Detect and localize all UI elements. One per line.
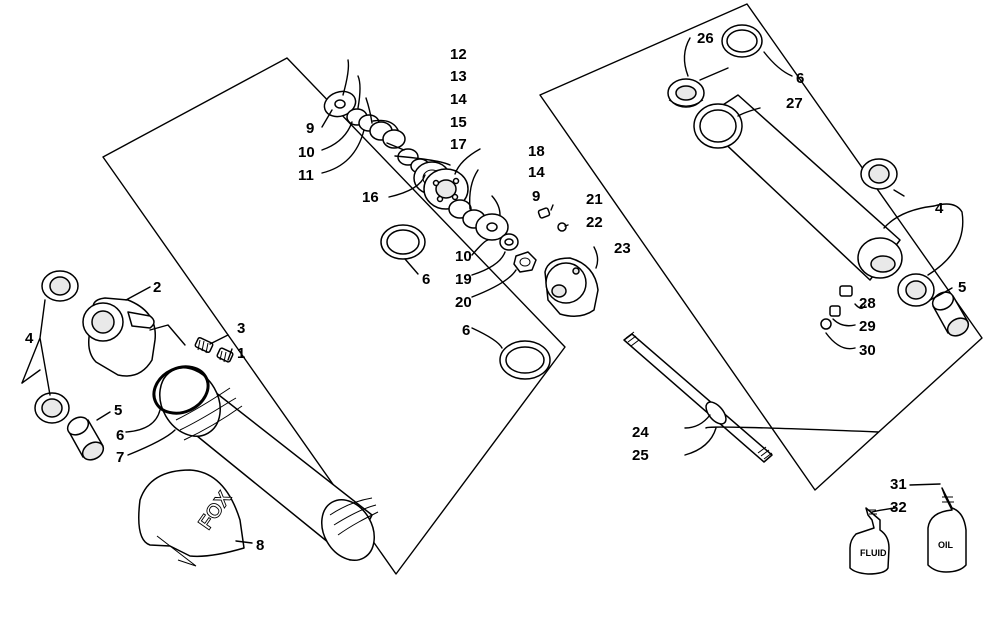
bushing-4-lower-right <box>897 273 935 307</box>
oil-label: OIL <box>938 540 954 550</box>
bottle-oil: OIL <box>927 487 967 573</box>
callout-32: 32 <box>890 499 907 516</box>
callout-29: 29 <box>859 318 876 335</box>
callout-13: 13 <box>450 68 467 85</box>
callout-25: 25 <box>632 447 649 464</box>
callout-4-right: 4 <box>935 200 944 217</box>
body-cap <box>82 297 156 377</box>
fluid-label: FLUID <box>860 548 887 558</box>
callout-10-right: 10 <box>455 248 472 265</box>
callout-1: 1 <box>237 345 245 362</box>
wear-band-6-lower <box>499 340 551 380</box>
callout-6-right: 6 <box>796 70 804 87</box>
callout-12: 12 <box>450 46 467 63</box>
shaft-24 <box>623 331 773 463</box>
callout-10-left: 10 <box>298 144 315 161</box>
callout-17: 17 <box>450 136 467 153</box>
reservoir-body <box>159 367 379 561</box>
ball-22 <box>557 222 567 232</box>
shim-stack <box>346 108 430 174</box>
callouts: 1 2 3 4 5 6 7 8 9 10 11 12 13 14 15 16 1… <box>25 30 966 554</box>
callout-8: 8 <box>256 537 264 554</box>
callout-23: 23 <box>614 240 631 257</box>
callout-30: 30 <box>859 342 876 359</box>
shim-stack-lower <box>448 199 519 251</box>
bushing-4-upper-left <box>41 270 79 302</box>
fitting-3 <box>194 336 214 354</box>
nut-20 <box>513 251 537 273</box>
callout-6-center: 6 <box>422 271 430 288</box>
leader-lines-right <box>683 37 964 513</box>
leader-lines-left <box>21 286 253 544</box>
right-assembly-outline <box>539 3 983 491</box>
callout-15: 15 <box>450 114 467 131</box>
callout-16: 16 <box>362 189 379 206</box>
callout-26: 26 <box>697 30 714 47</box>
bottle-fluid: FLUID <box>849 507 890 575</box>
left-assembly-outline <box>102 57 566 575</box>
set-screw-21 <box>537 207 551 219</box>
wear-band-6-right <box>721 24 763 58</box>
callout-14-lower: 14 <box>528 164 545 181</box>
callout-5-right: 5 <box>958 279 966 296</box>
callout-20: 20 <box>455 294 472 311</box>
reservoir-cover: FOX <box>138 469 245 567</box>
callout-21: 21 <box>586 191 603 208</box>
callout-5-left: 5 <box>114 402 122 419</box>
piston-23 <box>544 257 599 317</box>
ball-29 <box>820 318 832 330</box>
bushing-4-upper-right <box>860 158 898 190</box>
callout-4-left: 4 <box>25 330 34 347</box>
leader-lines-center <box>321 59 599 349</box>
o-ring-left <box>152 365 210 415</box>
callout-6-left: 6 <box>116 427 124 444</box>
callout-22: 22 <box>586 214 603 231</box>
sleeve-5-left <box>66 416 105 461</box>
callout-24: 24 <box>632 424 649 441</box>
callout-3: 3 <box>237 320 245 337</box>
air-sleeve-27 <box>693 94 903 281</box>
left-bracket-line <box>21 369 41 384</box>
callout-6-lower: 6 <box>462 322 470 339</box>
callout-11: 11 <box>298 167 314 184</box>
callout-14-top: 14 <box>450 91 467 108</box>
callout-7: 7 <box>116 449 124 466</box>
screw-28 <box>829 285 853 317</box>
callout-9-left: 9 <box>306 120 314 137</box>
callout-31: 31 <box>890 476 907 493</box>
bushing-4-lower-left <box>34 392 70 424</box>
seal-26 <box>667 78 705 108</box>
callout-28: 28 <box>859 295 876 312</box>
callout-9-right: 9 <box>532 188 540 205</box>
callout-19: 19 <box>455 271 472 288</box>
callout-18: 18 <box>528 143 545 160</box>
fitting-1 <box>216 347 234 363</box>
piston-18 <box>423 168 469 210</box>
callout-27: 27 <box>786 95 803 112</box>
callout-2: 2 <box>153 279 161 296</box>
wear-band-6-center <box>380 224 426 260</box>
